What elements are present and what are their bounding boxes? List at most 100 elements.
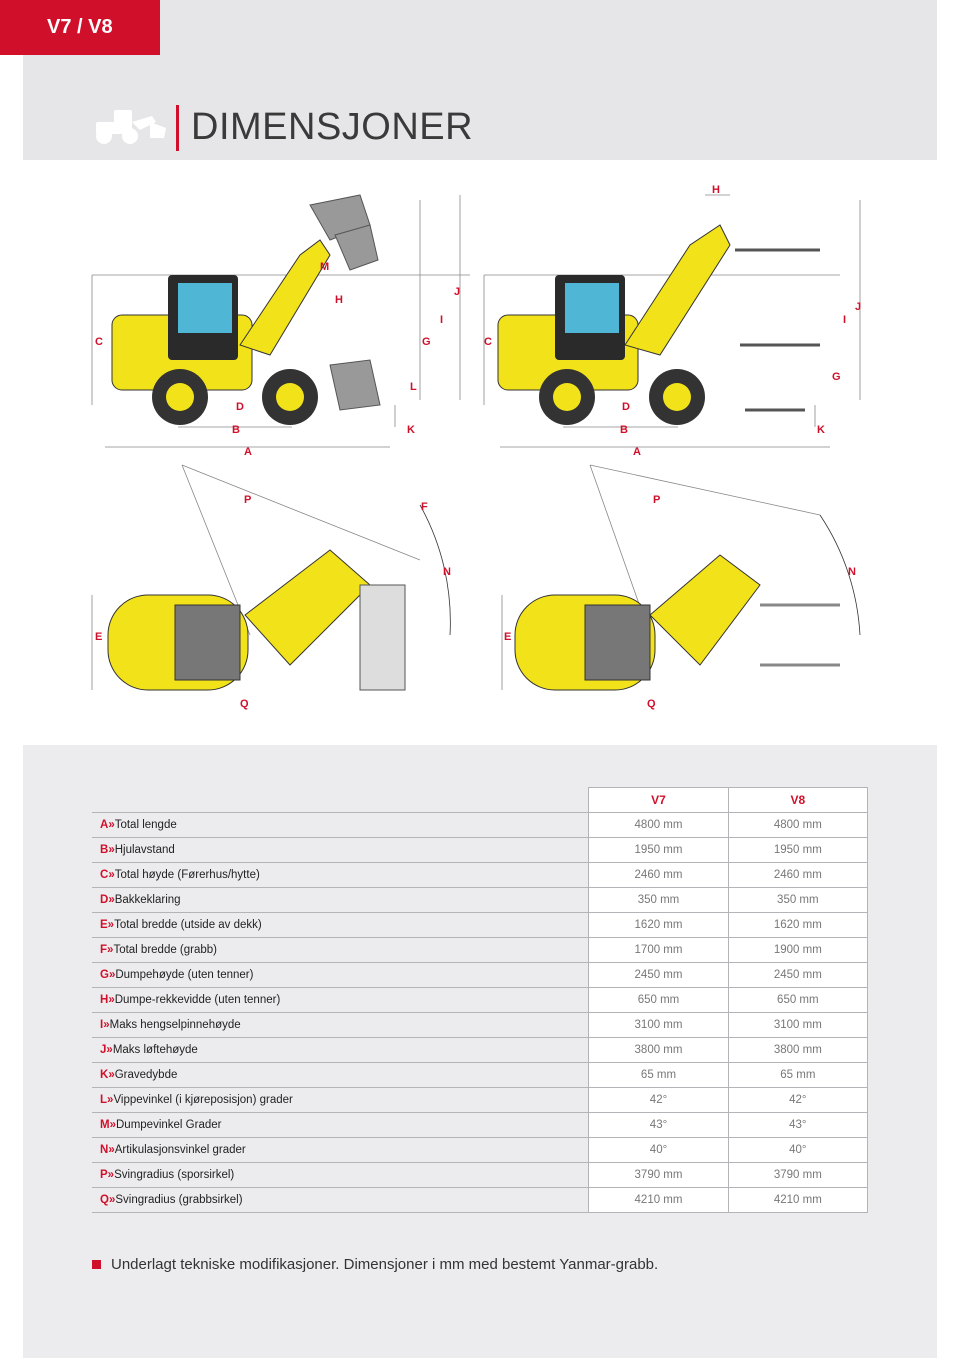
label-C-right: C (484, 336, 492, 348)
row-label: D»Bakkeklaring (92, 887, 589, 913)
label-L-left: L (410, 381, 417, 393)
label-B-left: B (232, 424, 240, 436)
value-v8: 3100 mm (727, 1012, 869, 1038)
row-label-text: Dumpevinkel Grader (116, 1119, 222, 1131)
label-G-left: G (422, 336, 431, 348)
title-block: DIMENSJONER (90, 100, 473, 155)
row-label: L»Vippevinkel (i kjøreposisjon) grader (92, 1087, 589, 1113)
row-label: H»Dumpe-rekkevidde (uten tenner) (92, 987, 589, 1013)
row-key: D (100, 894, 109, 906)
row-key: P (100, 1169, 108, 1181)
value-v7: 1950 mm (588, 837, 729, 863)
top-view-v7 (107, 549, 406, 691)
row-label: E»Total bredde (utside av dekk) (92, 912, 589, 938)
row-separator: » (107, 1169, 115, 1181)
value-v8: 1900 mm (727, 937, 869, 963)
row-key: C (100, 869, 109, 881)
row-label: F»Total bredde (grabb) (92, 937, 589, 963)
page-title: DIMENSJONER (191, 106, 474, 148)
label-N-right: N (848, 566, 856, 578)
row-separator: » (108, 994, 115, 1006)
side-view-v8 (497, 224, 820, 425)
row-key: K (100, 1069, 109, 1081)
model-tab: V7 / V8 (0, 0, 160, 55)
label-J-right: J (855, 301, 861, 313)
row-label-text: Svingradius (grabbsirkel) (115, 1194, 243, 1206)
row-key: G (100, 969, 109, 981)
row-label-text: Gravedybde (114, 1069, 178, 1081)
row-separator: » (108, 869, 115, 881)
label-A-left: A (244, 446, 252, 458)
row-key: E (100, 919, 108, 931)
row-separator: » (107, 944, 114, 956)
header-band (23, 0, 937, 160)
row-label-text: Total bredde (utside av dekk) (114, 919, 262, 931)
row-label-text: Total høyde (Førerhus/hytte) (114, 869, 260, 881)
footnote-bullet (92, 1260, 101, 1269)
label-H-left: H (335, 294, 343, 306)
row-label: M»Dumpevinkel Grader (92, 1112, 589, 1138)
row-label-text: Bakkeklaring (114, 894, 181, 906)
value-v7: 1620 mm (588, 912, 729, 938)
value-v7: 4800 mm (588, 812, 729, 838)
row-key: L (100, 1094, 108, 1106)
label-D-left: D (236, 401, 244, 413)
row-separator: » (108, 1069, 115, 1081)
side-view-v7 (111, 194, 381, 425)
label-P-left: P (244, 494, 251, 506)
label-K-right: K (817, 424, 825, 436)
value-v7: 1700 mm (588, 937, 729, 963)
row-label-text: Artikulasjonsvinkel grader (114, 1144, 246, 1156)
label-D-right: D (622, 401, 630, 413)
top-view-v8 (514, 554, 840, 691)
row-separator: » (108, 894, 115, 906)
row-separator: » (108, 969, 116, 981)
row-label-text: Vippevinkel (i kjøreposisjon) grader (113, 1094, 293, 1106)
wheel-loader-icon (96, 109, 166, 144)
row-key: H (100, 994, 109, 1006)
value-v7: 3800 mm (588, 1037, 729, 1063)
value-v8: 650 mm (727, 987, 869, 1013)
label-E-right: E (504, 631, 511, 643)
value-v8: 2450 mm (727, 962, 869, 988)
label-I-right: I (843, 314, 846, 326)
label-Q-right: Q (647, 698, 656, 710)
label-K-left: K (407, 424, 415, 436)
value-v7: 2460 mm (588, 862, 729, 888)
value-v8: 4800 mm (727, 812, 869, 838)
row-key: Q (100, 1194, 109, 1206)
label-H-right: H (712, 184, 720, 196)
value-v7: 65 mm (588, 1062, 729, 1088)
label-E-left: E (95, 631, 102, 643)
column-header-v7: V7 (588, 787, 729, 813)
label-I-left: I (440, 314, 443, 326)
row-separator: » (103, 1019, 110, 1031)
row-key: A (100, 819, 109, 831)
value-v8: 65 mm (727, 1062, 869, 1088)
row-label: I»Maks hengselpinnehøyde (92, 1012, 589, 1038)
label-P-right: P (653, 494, 660, 506)
row-separator: » (107, 919, 115, 931)
label-Q-left: Q (240, 698, 249, 710)
dimension-drawings: H M I J C G L D K B A H I J C G D K B A … (91, 184, 861, 710)
row-key: B (100, 844, 109, 856)
value-v7: 40° (588, 1137, 729, 1163)
table-header-row: V7 V8 (92, 787, 869, 813)
label-N-left: N (443, 566, 451, 578)
column-header-v8: V8 (727, 787, 869, 813)
